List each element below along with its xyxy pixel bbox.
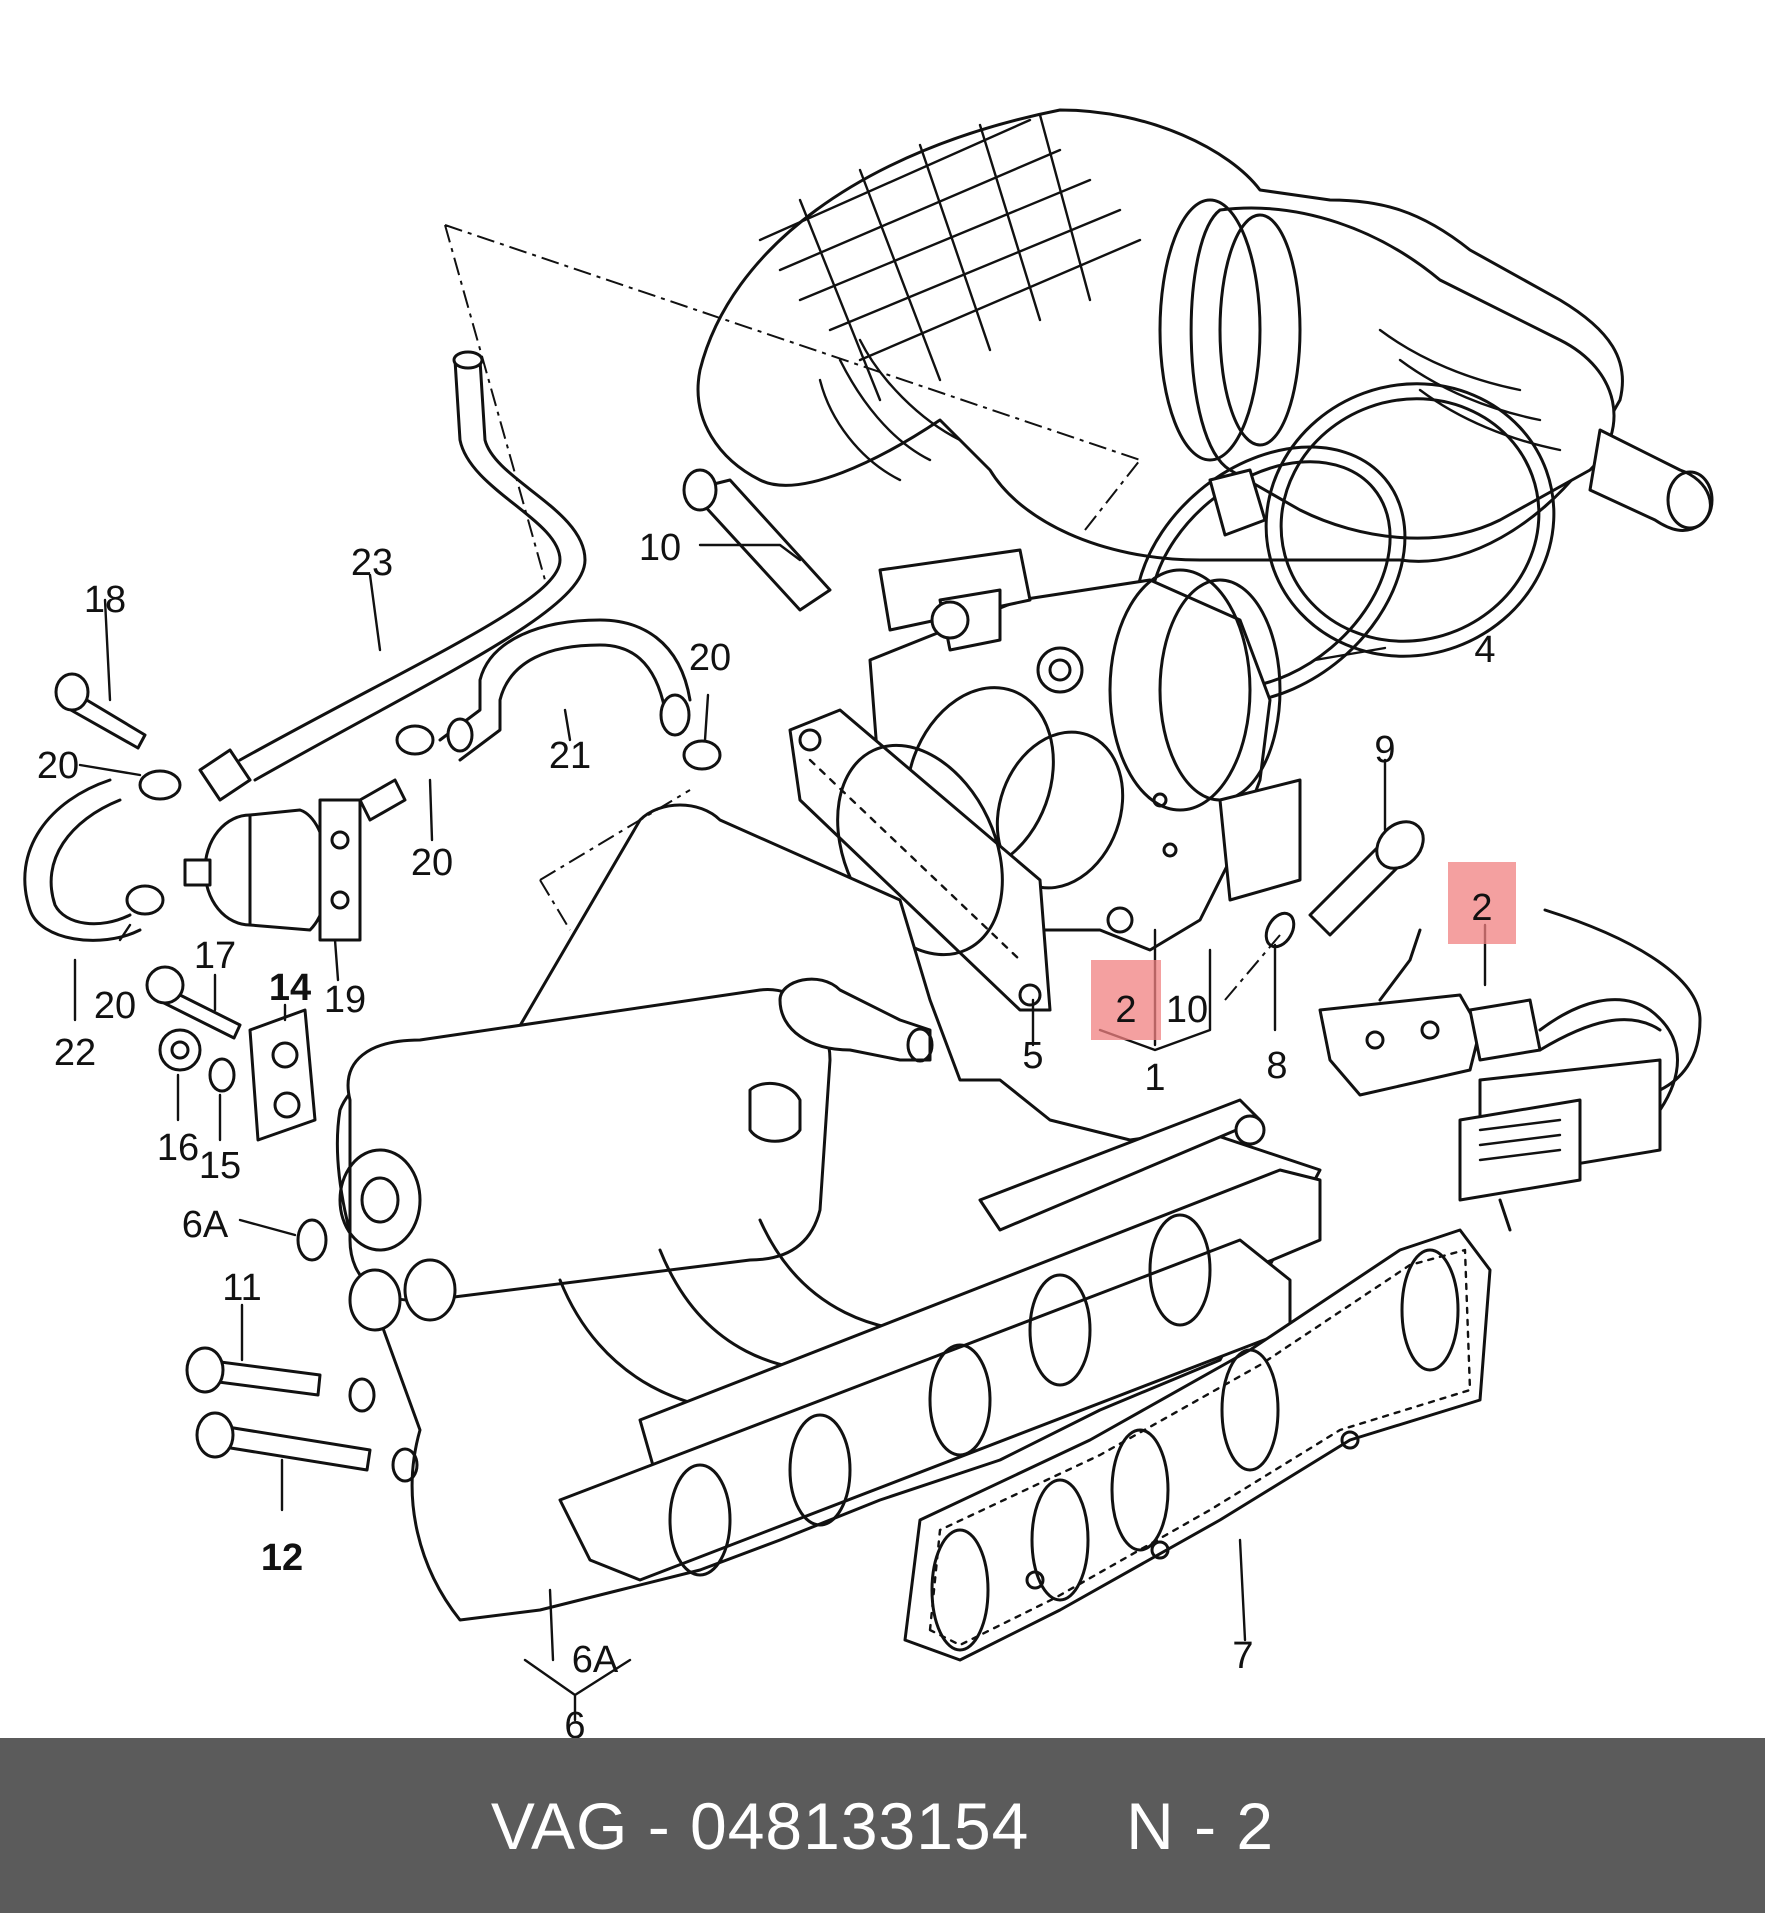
intake-manifold — [335, 803, 1322, 1622]
washer-8 — [1264, 911, 1296, 949]
callout-2a: 2 — [1115, 989, 1136, 1031]
vacuum-valve-19 — [183, 778, 407, 942]
bolt-9 — [1308, 820, 1425, 937]
vacuum-hose-22 — [23, 778, 142, 942]
leader-lines — [73, 224, 1487, 1722]
manifold-gasket — [903, 1228, 1492, 1662]
part-number-text: VAG - 048133154 N - 2 — [490, 1788, 1275, 1863]
intake-ring-gasket — [1133, 382, 1556, 705]
bolt-18 — [54, 672, 147, 750]
callout-16: 16 — [157, 1127, 199, 1169]
callout-22: 22 — [54, 1032, 96, 1074]
callout-20-right: 20 — [689, 637, 731, 679]
callout-14: 14 — [269, 967, 311, 1009]
callout-12: 12 — [261, 1537, 303, 1579]
callout-7: 7 — [1232, 1635, 1253, 1677]
bolt-11 — [185, 1346, 376, 1413]
callout-21: 21 — [549, 735, 591, 777]
callout-19: 19 — [324, 979, 366, 1021]
callout-1: 1 — [1144, 1057, 1165, 1099]
callout-20-middle: 20 — [411, 842, 453, 884]
nut-16 — [158, 1028, 202, 1072]
callout-9: 9 — [1374, 729, 1395, 771]
callout-6a-top: 6A — [182, 1204, 229, 1246]
callout-2b: 2 — [1471, 887, 1492, 929]
highlight-box-2a — [1091, 960, 1161, 1040]
callout-23: 23 — [351, 542, 393, 584]
callout-4: 4 — [1474, 629, 1495, 671]
callout-11: 11 — [222, 1267, 261, 1309]
callout-5: 5 — [1022, 1035, 1043, 1077]
throttle-sensor-connector — [1318, 908, 1702, 1232]
callout-17: 17 — [194, 935, 236, 977]
hose-clamps-20 — [125, 724, 722, 916]
vacuum-hose-21 — [438, 618, 692, 762]
callout-10-upper: 10 — [639, 527, 681, 569]
highlight-box-2b — [1448, 862, 1516, 944]
bolt-12 — [195, 1411, 419, 1483]
callout-6: 6 — [564, 1705, 585, 1738]
washer-15 — [208, 1057, 236, 1093]
bracket-14 — [248, 1008, 317, 1142]
part-number-footer: VAG - 048133154 N - 2 — [0, 1738, 1765, 1913]
callout-8: 8 — [1266, 1045, 1287, 1087]
callout-6a-bottom: 6A — [572, 1639, 619, 1681]
air-intake-duct — [696, 108, 1714, 563]
callout-20-left-lower: 20 — [94, 985, 136, 1027]
callout-18: 18 — [84, 579, 126, 621]
callout-20-left: 20 — [37, 745, 79, 787]
callout-10-lower: 10 — [1166, 989, 1208, 1031]
o-ring-6a — [296, 1218, 328, 1262]
bolt-17 — [145, 965, 242, 1040]
parts-diagram: 1 2 2 4 5 6 6A 6A 7 8 9 10 10 11 12 14 1… — [23, 108, 1714, 1738]
bolt-10-upper — [682, 468, 832, 612]
callout-15: 15 — [199, 1145, 241, 1187]
